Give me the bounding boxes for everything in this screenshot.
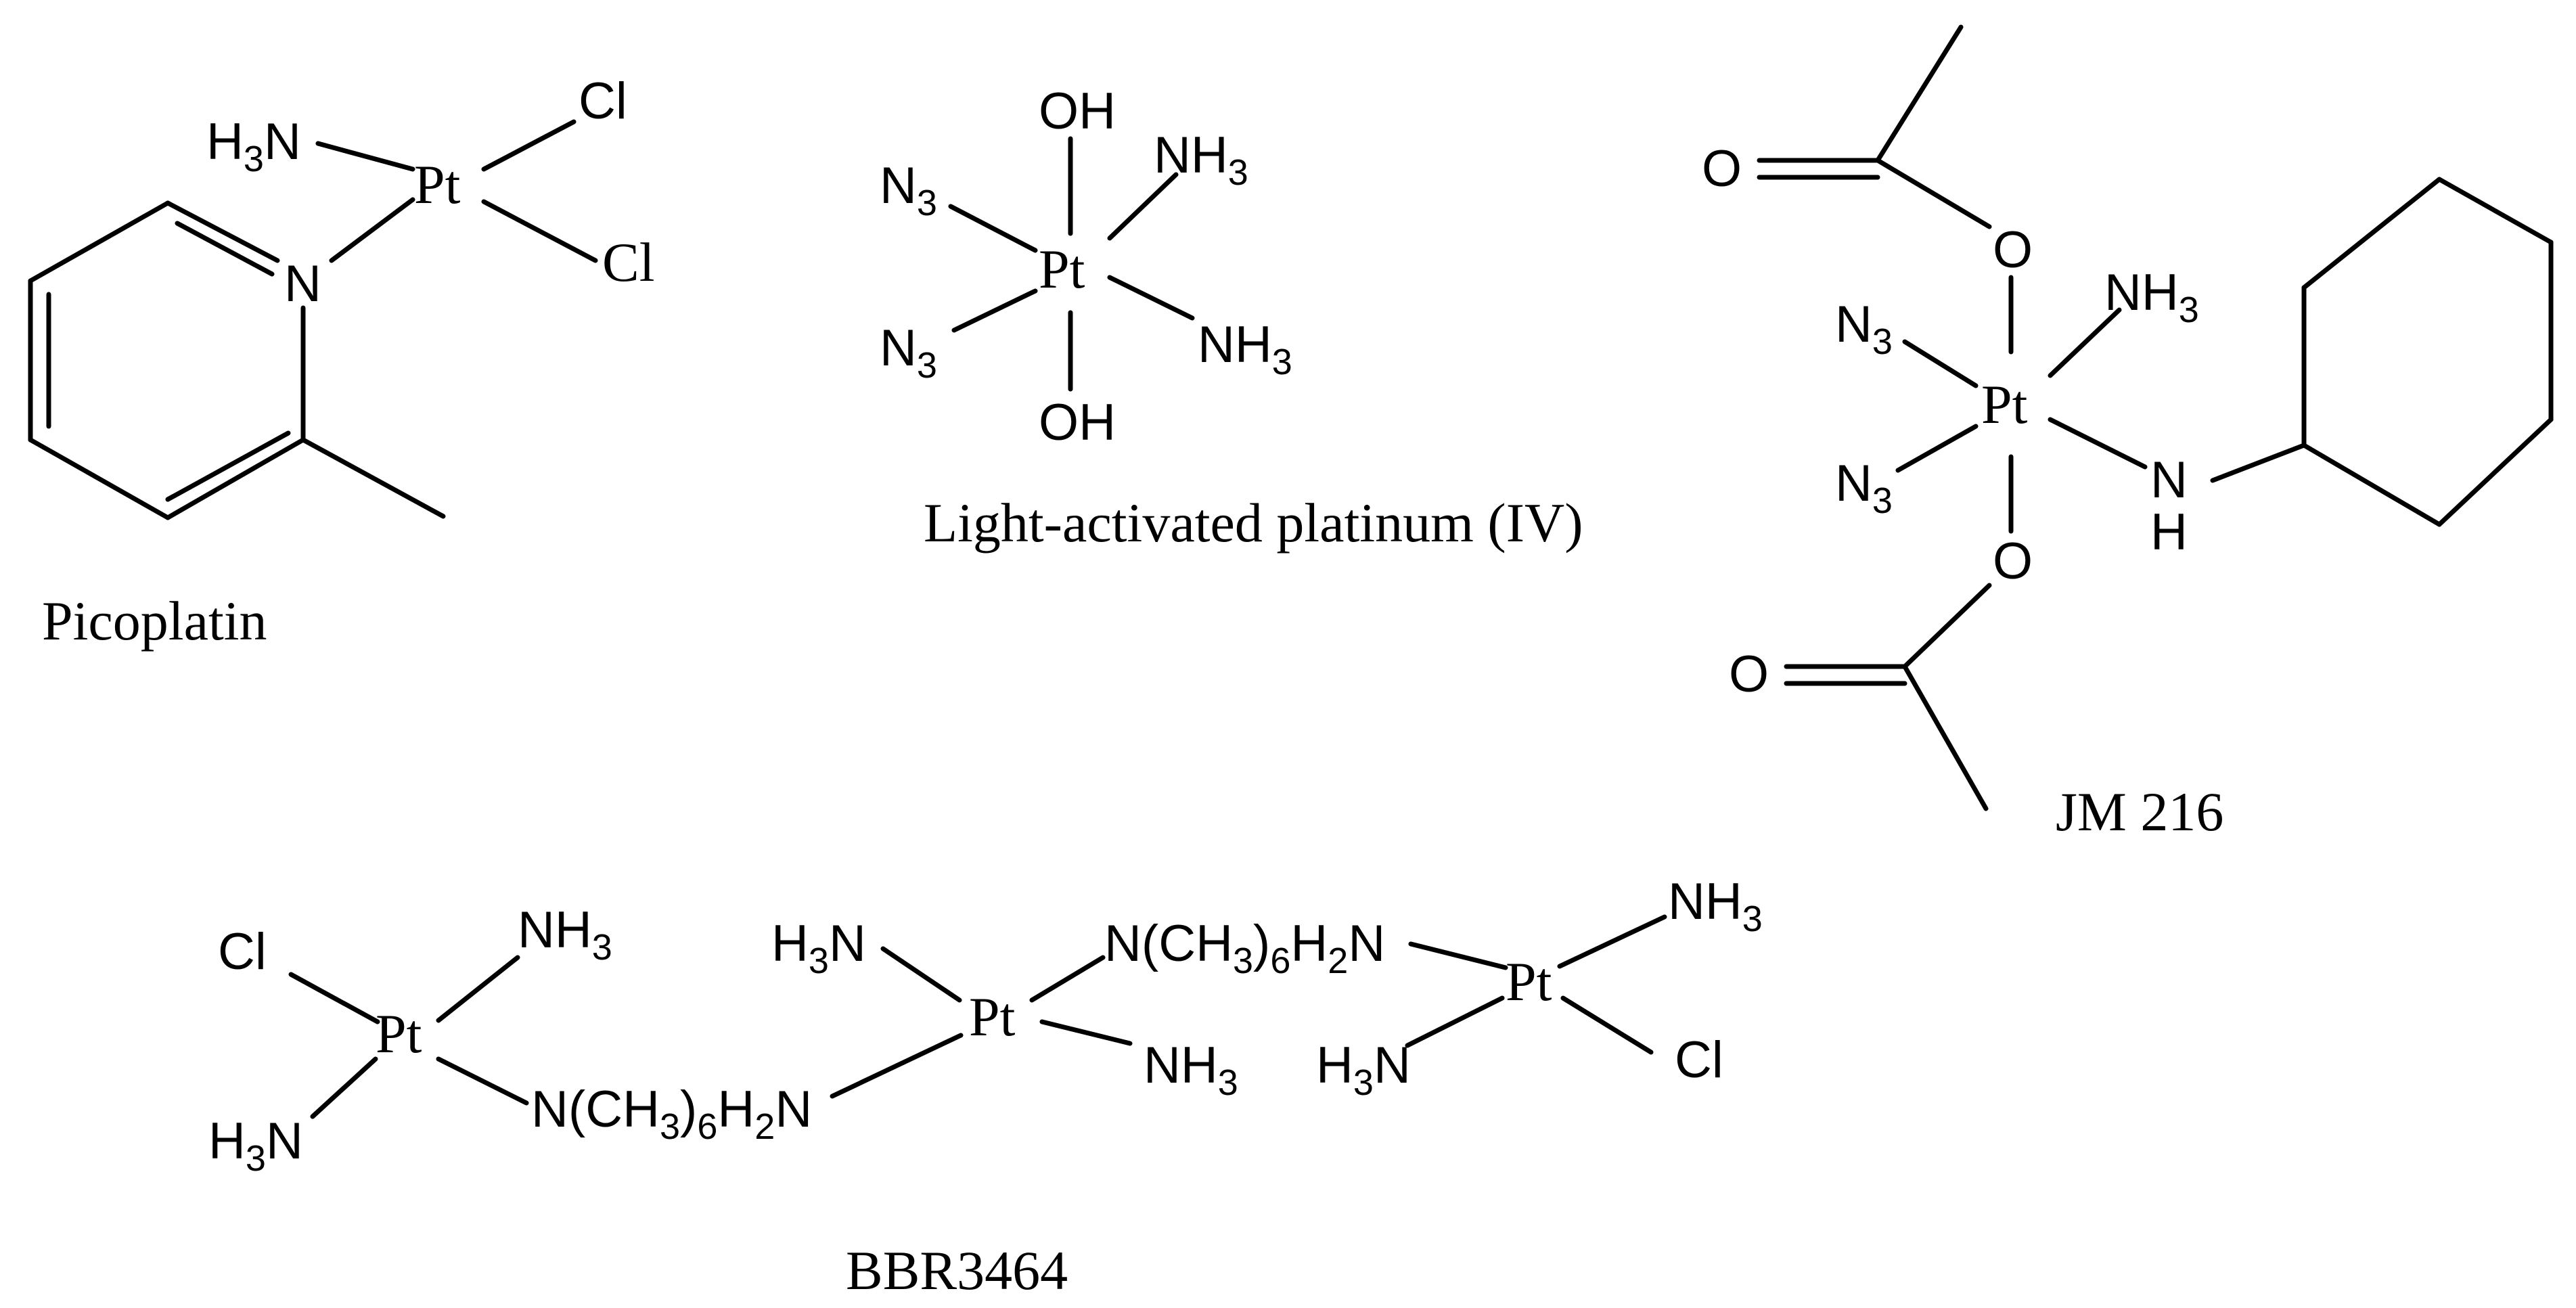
bbr3464-h3n-right: H3N <box>1316 1037 1411 1103</box>
picoplatin-structure: N Pt H3N Cl Cl Picoplatin <box>28 72 654 652</box>
light-activated-nh3-bottom: NH3 <box>1198 316 1292 382</box>
light-activated-oh-top: OH <box>1039 83 1116 140</box>
jm216-n3-top: N3 <box>1835 296 1893 362</box>
picoplatin-cl-bottom-atom: Cl <box>602 231 654 293</box>
bbr3464-cl-left: Cl <box>218 923 267 980</box>
picoplatin-pt-atom: Pt <box>414 154 461 215</box>
bbr3464-caption: BBR3464 <box>846 1240 1068 1301</box>
jm216-n3-bottom: N3 <box>1835 455 1893 521</box>
bbr3464-pt-mid: Pt <box>969 986 1016 1047</box>
light-activated-pt-atom: Pt <box>1039 238 1085 300</box>
bbr3464-linker-left: N(CH3)6H2N <box>531 1081 812 1147</box>
picoplatin-n-atom: N <box>284 255 321 313</box>
bbr3464-nh3-right: NH3 <box>1668 873 1763 939</box>
jm216-o-carbonyl-bottom: O <box>1729 646 1769 703</box>
jm216-pt-atom: Pt <box>1981 374 2028 435</box>
bbr3464-h3n-left: H3N <box>208 1112 303 1179</box>
light-activated-n3-top: N3 <box>880 157 937 223</box>
jm216-o-carbonyl-top: O <box>1702 140 1742 198</box>
bbr3464-pt-left: Pt <box>376 1003 422 1064</box>
bbr3464-pt-right: Pt <box>1506 951 1552 1012</box>
picoplatin-h3n-label: H3N <box>206 113 301 179</box>
light-activated-caption: Light-activated platinum (IV) <box>924 492 1583 554</box>
light-activated-platinum-structure: OH Pt OH NH3 NH3 N3 N3 Light-activated p… <box>880 83 1583 554</box>
bbr3464-nh3-left: NH3 <box>518 901 612 968</box>
light-activated-oh-bottom: OH <box>1039 394 1116 451</box>
light-activated-n3-bottom: N3 <box>880 319 937 386</box>
jm216-caption: JM 216 <box>2056 781 2223 842</box>
bbr3464-linker-right: N(CH3)6H2N <box>1104 915 1385 981</box>
picoplatin-caption: Picoplatin <box>42 590 267 652</box>
bbr3464-cl-right: Cl <box>1675 1031 1723 1089</box>
picoplatin-cl-top-atom: Cl <box>579 72 627 130</box>
jm216-nh-h: H <box>2150 503 2188 561</box>
jm216-structure: O O Pt O O NH3 N3 N3 N H JM 216 <box>1702 24 2554 842</box>
bbr3464-structure: Cl Pt NH3 H3N N(CH3)6H2N H3N Pt NH3 N(CH… <box>208 873 1763 1301</box>
bbr3464-h3n-mid: H3N <box>771 915 866 981</box>
light-activated-nh3-top: NH3 <box>1154 127 1248 193</box>
jm216-nh3: NH3 <box>2104 264 2199 330</box>
jm216-nh-n: N <box>2150 451 2188 509</box>
jm216-o-ester-top: O <box>1993 221 2033 279</box>
jm216-o-ester-bottom: O <box>1993 533 2033 590</box>
bbr3464-nh3-mid: NH3 <box>1144 1037 1238 1103</box>
